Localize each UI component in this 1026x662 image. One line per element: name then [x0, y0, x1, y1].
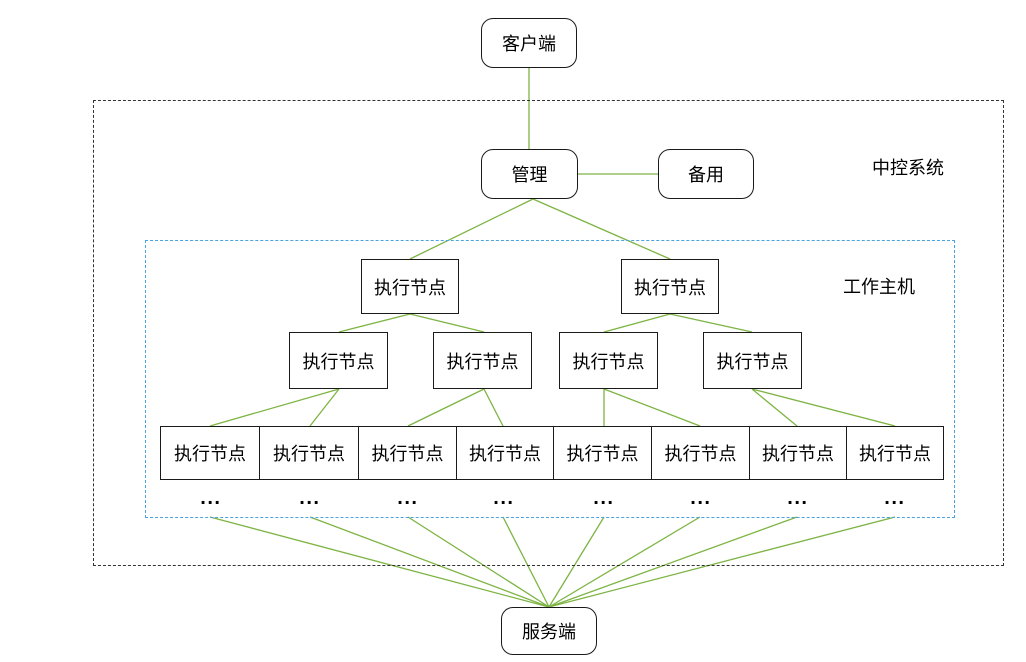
execution-node-leaf-1: 执行节点: [160, 426, 259, 480]
ellipsis-8: ...: [884, 489, 906, 508]
backup-node: 备用: [658, 149, 754, 199]
client-node: 客户端: [481, 18, 577, 68]
execution-node-l2-4: 执行节点: [703, 332, 802, 389]
ellipsis-2: ...: [299, 489, 321, 508]
central-system-label: 中控系统: [872, 158, 944, 179]
execution-node-leaf-6: 执行节点: [651, 426, 749, 480]
execution-node-leaf-3: 执行节点: [358, 426, 456, 480]
execution-node-l2-3: 执行节点: [559, 332, 658, 389]
execution-node-leaf-5: 执行节点: [553, 426, 651, 480]
ellipsis-5: ...: [593, 489, 615, 508]
central-system-region: [93, 100, 1004, 566]
execution-node-l2-2: 执行节点: [433, 332, 532, 389]
server-node: 服务端: [501, 607, 597, 655]
worker-host-label: 工作主机: [843, 277, 915, 298]
execution-node-l2-1: 执行节点: [289, 332, 388, 389]
ellipsis-4: ...: [493, 489, 515, 508]
ellipsis-6: ...: [690, 489, 712, 508]
execution-node-leaf-7: 执行节点: [749, 426, 846, 480]
execution-node-l1-left: 执行节点: [361, 259, 459, 314]
manager-node: 管理: [481, 149, 578, 199]
worker-host-region: [145, 240, 955, 518]
execution-node-leaf-4: 执行节点: [456, 426, 553, 480]
ellipsis-3: ...: [397, 489, 419, 508]
ellipsis-1: ...: [200, 489, 222, 508]
execution-node-l1-right: 执行节点: [621, 259, 719, 314]
ellipsis-7: ...: [787, 489, 809, 508]
execution-node-leaf-8: 执行节点: [846, 426, 944, 480]
execution-node-leaf-2: 执行节点: [259, 426, 358, 480]
